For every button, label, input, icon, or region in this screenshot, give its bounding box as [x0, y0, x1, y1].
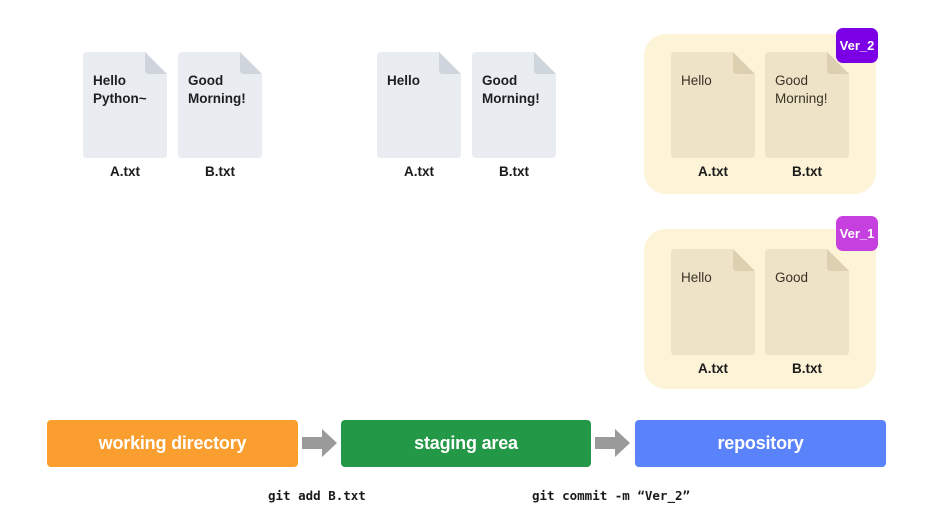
file-name: B.txt	[792, 361, 822, 376]
staging-area-stage: staging area	[341, 420, 591, 467]
file-content: Hello Python~	[93, 73, 147, 106]
file-name: B.txt	[499, 164, 529, 179]
file-content: Hello	[387, 73, 421, 88]
file-name: A.txt	[698, 361, 728, 376]
repository-stage: repository	[635, 420, 886, 467]
file-name: B.txt	[205, 164, 235, 179]
file-content: Hello	[681, 270, 712, 285]
file-icon: Hello	[377, 52, 461, 158]
git-commit-command: git commit -m “Ver_2”	[532, 488, 691, 503]
git-add-command: git add B.txt	[268, 488, 366, 503]
file-content: Good Morning!	[188, 73, 246, 106]
file-content: Good Morning!	[482, 73, 540, 106]
version-badge: Ver_2	[836, 28, 878, 63]
file-name: A.txt	[698, 164, 728, 179]
working-directory-stage: working directory	[47, 420, 298, 467]
file-icon: Hello Python~	[83, 52, 167, 158]
file-icon: Good Morning!	[472, 52, 556, 158]
file-icon: Good	[765, 249, 849, 355]
file-content: Hello	[681, 73, 712, 88]
file-icon: Good Morning!	[765, 52, 849, 158]
file-icon: Hello	[671, 52, 755, 158]
file-name: B.txt	[792, 164, 822, 179]
file-icon: Hello	[671, 249, 755, 355]
file-content: Good Morning!	[775, 73, 828, 106]
file-name: A.txt	[404, 164, 434, 179]
arrow-right-icon	[302, 429, 337, 457]
file-name: A.txt	[110, 164, 140, 179]
version-badge: Ver_1	[836, 216, 878, 251]
file-content: Good	[775, 270, 809, 285]
file-icon: Good Morning!	[178, 52, 262, 158]
arrow-right-icon	[595, 429, 630, 457]
